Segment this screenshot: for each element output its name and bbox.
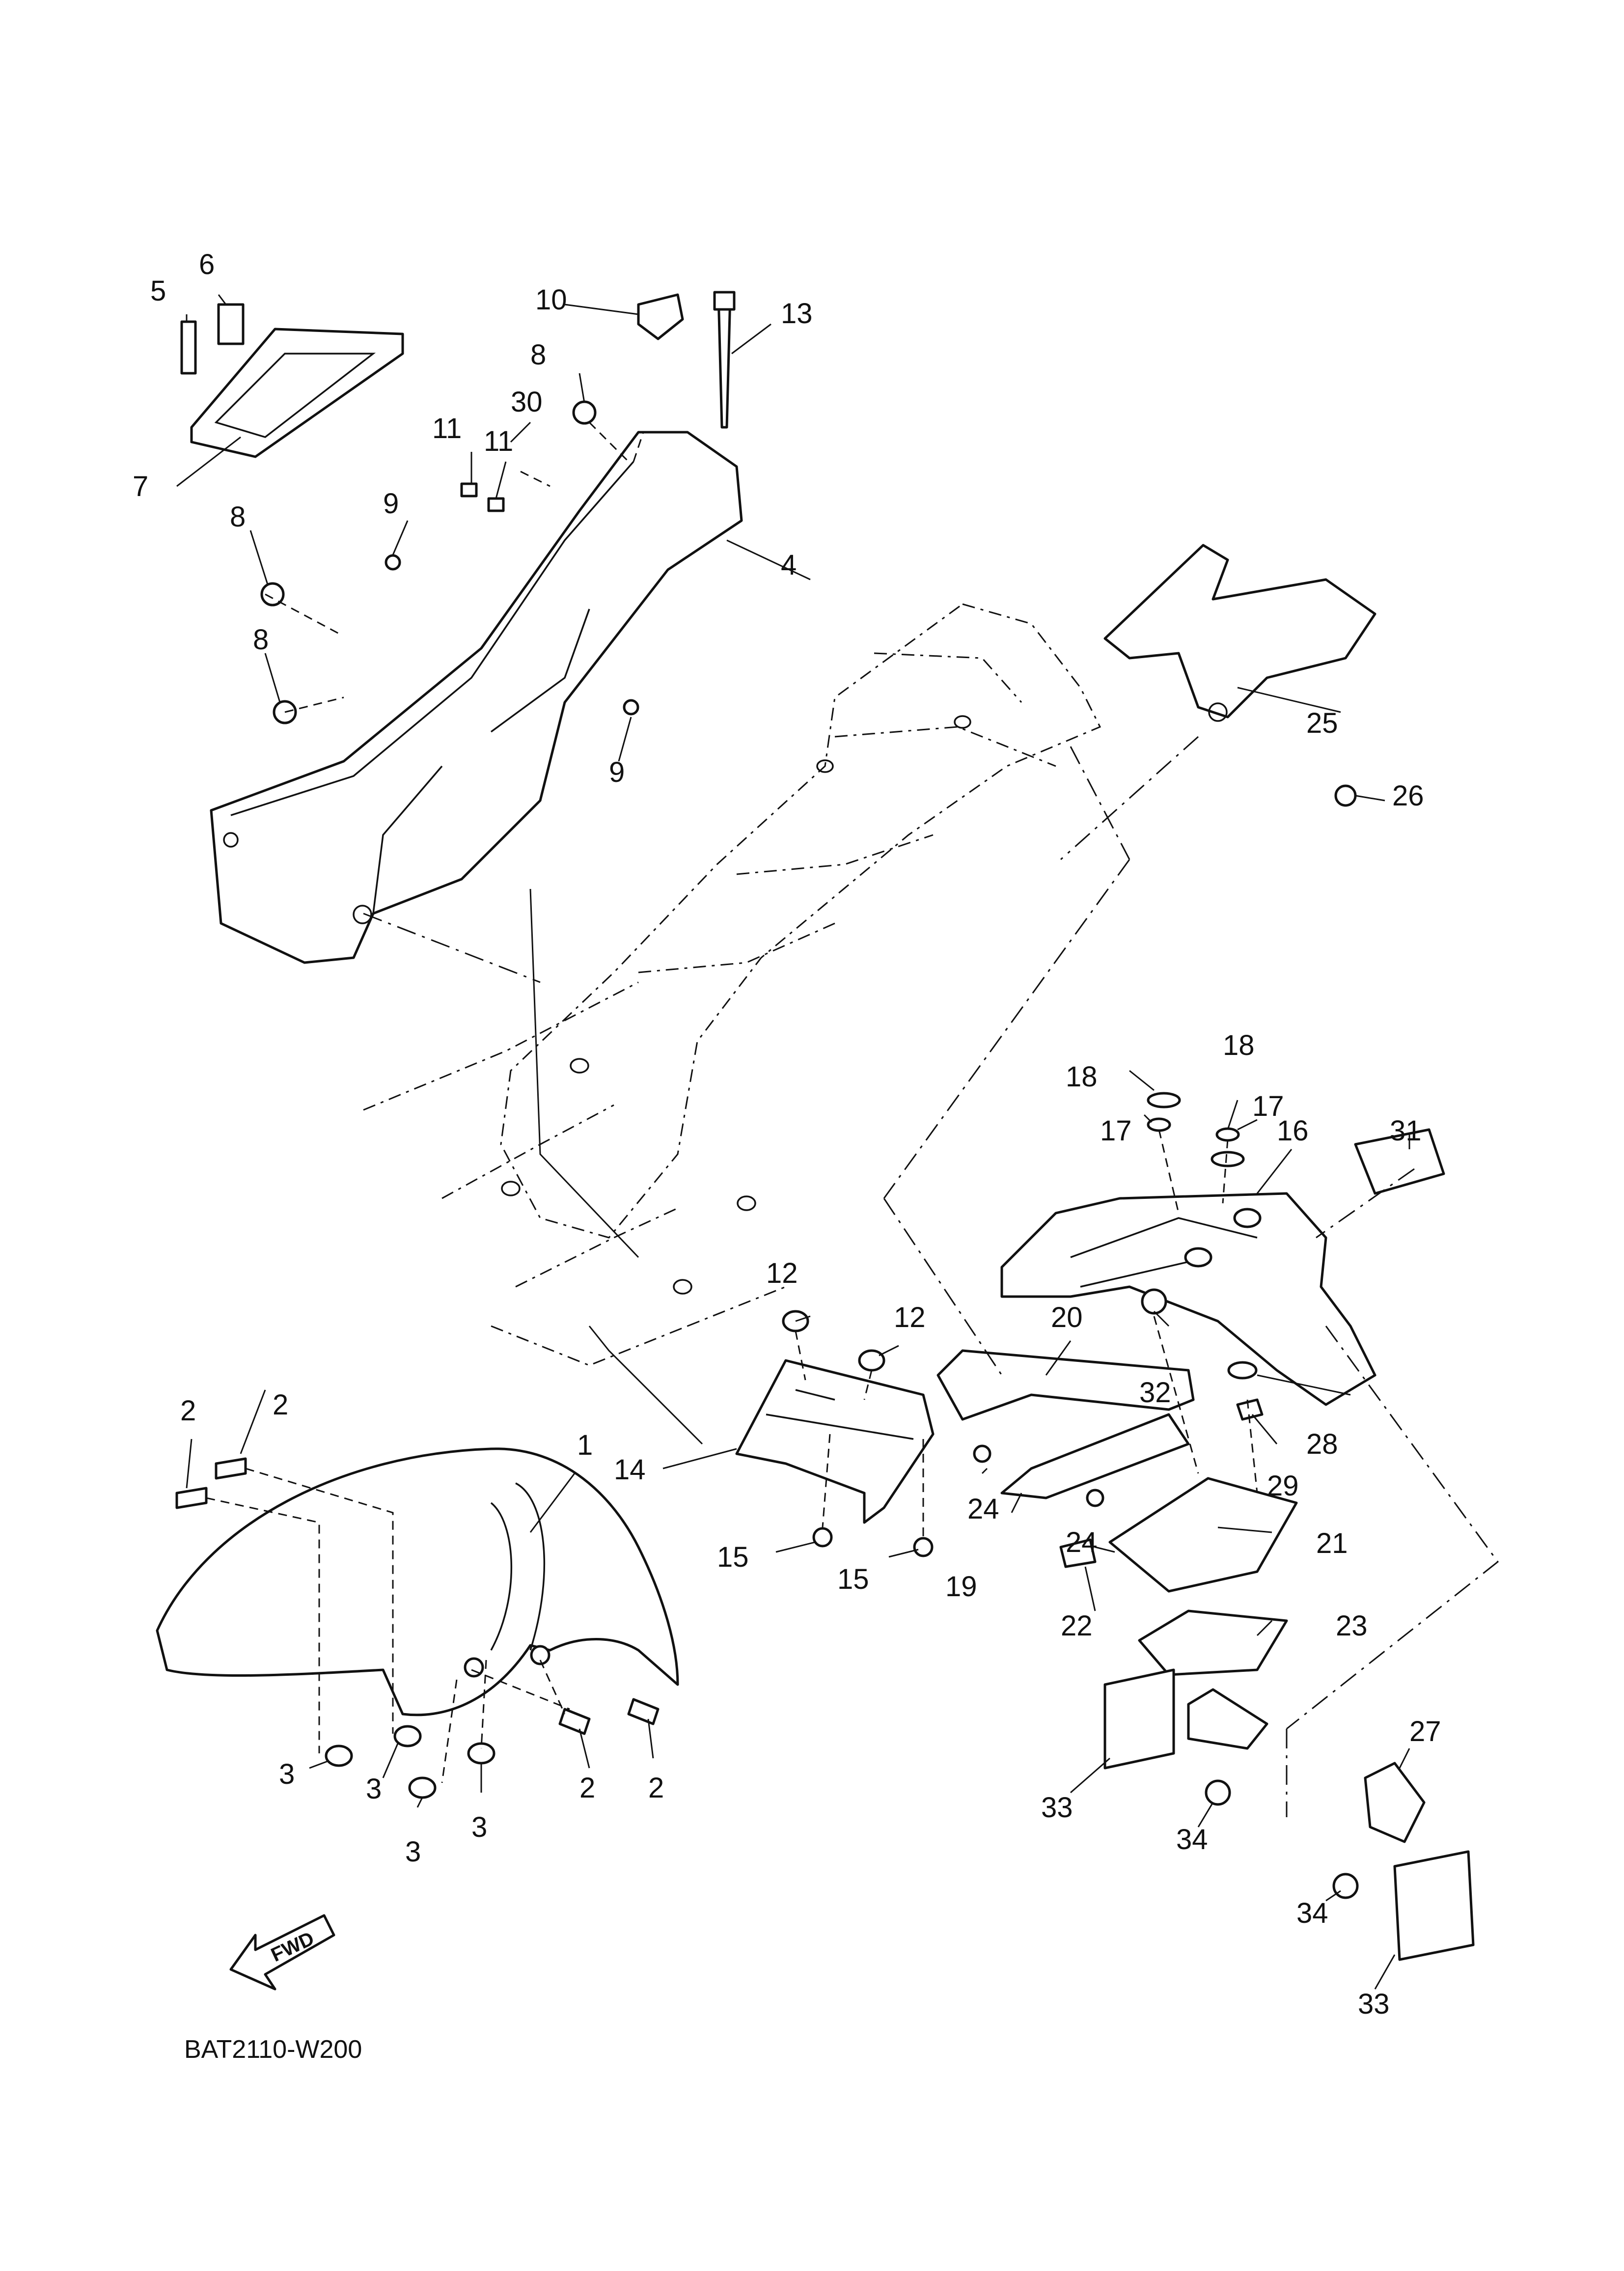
callout-9-low: 9 <box>609 756 625 788</box>
reflector-parts <box>1103 1668 1475 1961</box>
callout-3-d: 3 <box>471 1811 487 1843</box>
callout-13: 13 <box>781 298 813 330</box>
callout-24-left: 24 <box>967 1493 999 1525</box>
callout-26: 26 <box>1392 780 1424 812</box>
callout-8-mid: 8 <box>230 501 246 533</box>
callout-30: 30 <box>511 386 543 418</box>
callout-27: 27 <box>1409 1716 1441 1747</box>
tail-light-part <box>1000 1092 1445 1421</box>
callout-2-b: 2 <box>273 1389 288 1421</box>
diagram-code: BAT2110-W200 <box>184 2035 362 2064</box>
callout-19: 19 <box>945 1571 977 1603</box>
callout-2-a: 2 <box>180 1395 196 1427</box>
callout-11-right: 11 <box>484 425 513 457</box>
callout-15-left: 15 <box>717 1541 749 1573</box>
callout-8-low: 8 <box>253 624 269 656</box>
callout-31: 31 <box>1390 1115 1422 1147</box>
callout-11-left: 11 <box>432 413 462 444</box>
callout-18-right: 18 <box>1223 1029 1255 1061</box>
leader-lines <box>176 294 1410 1990</box>
callout-4: 4 <box>781 549 797 581</box>
clip-and-cable-tie <box>637 291 736 429</box>
rear-fender-part <box>210 431 743 964</box>
license-bracket-part <box>936 1349 1298 1676</box>
callout-25: 25 <box>1306 707 1338 739</box>
callout-28: 28 <box>1306 1428 1338 1460</box>
callout-15-right: 15 <box>837 1563 869 1595</box>
callout-33-left: 33 <box>1041 1792 1073 1824</box>
callout-23: 23 <box>1336 1610 1368 1642</box>
callout-34-right: 34 <box>1296 1897 1328 1929</box>
callout-16: 16 <box>1277 1115 1309 1147</box>
fwd-arrow-icon: FWD <box>229 1914 335 1991</box>
callout-22: 22 <box>1061 1610 1093 1642</box>
callout-labels: 5 6 7 10 13 8 30 11 11 9 8 4 8 9 25 26 1… <box>133 249 1441 2064</box>
callout-2-d: 2 <box>648 1772 664 1804</box>
callout-29: 29 <box>1267 1470 1299 1502</box>
callout-34-left: 34 <box>1176 1824 1208 1856</box>
callout-3-a: 3 <box>279 1758 295 1790</box>
callout-17-right: 17 <box>1252 1090 1284 1122</box>
callout-24-right: 24 <box>1066 1526 1098 1558</box>
callout-21: 21 <box>1316 1527 1348 1559</box>
callout-2-c: 2 <box>579 1772 595 1804</box>
callout-1: 1 <box>577 1429 593 1461</box>
mount-bracket-part <box>735 1310 935 1557</box>
callout-17-left: 17 <box>1100 1115 1132 1147</box>
callout-14: 14 <box>614 1454 646 1486</box>
front-fender-part <box>156 1447 679 1717</box>
callout-7: 7 <box>133 471 148 502</box>
seal-frame-part <box>180 303 404 458</box>
callout-9-top: 9 <box>383 488 399 520</box>
callout-12-left: 12 <box>766 1257 798 1289</box>
callout-8-top: 8 <box>530 339 546 371</box>
callout-3-b: 3 <box>366 1773 382 1805</box>
assembly-lines <box>206 421 1258 1783</box>
callout-33-right: 33 <box>1358 1988 1390 2020</box>
callout-10: 10 <box>535 284 567 316</box>
callout-6: 6 <box>199 249 215 280</box>
callout-18-left: 18 <box>1066 1061 1098 1093</box>
callout-20: 20 <box>1051 1302 1083 1333</box>
side-cover-part <box>1103 544 1376 807</box>
callout-12-right: 12 <box>894 1302 926 1333</box>
callout-5: 5 <box>150 275 166 307</box>
dashdot-lines <box>363 736 1499 1817</box>
callout-32: 32 <box>1139 1377 1171 1409</box>
callout-3-c: 3 <box>405 1836 421 1868</box>
